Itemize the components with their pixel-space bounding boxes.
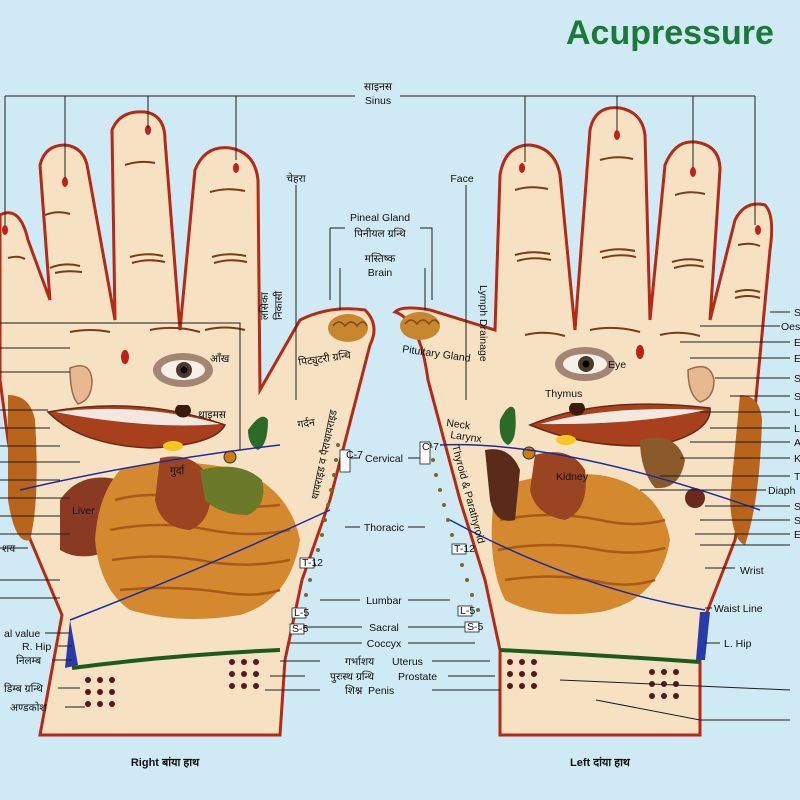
right-edge-label: T (794, 471, 800, 483)
right-edge-label: S (794, 515, 800, 527)
right-edge-label: K (794, 453, 800, 465)
label-coccyx: Coccyx (367, 638, 402, 650)
eye-icon (153, 353, 213, 387)
brain-icon (400, 312, 440, 340)
label-penis-hi: शिश्न (345, 684, 363, 697)
right-hand (0, 110, 376, 737)
right-edge-label: E (794, 353, 800, 365)
label-l5-left: L-5 (460, 605, 475, 617)
label-ileocecal-hi: निलम्ब (16, 654, 42, 667)
label-testes-hi: अण्डकोश (10, 701, 47, 714)
label-ovary-hi: डिम्ब ग्रन्थि (4, 682, 43, 695)
label-neck-hi: गर्दन (297, 416, 316, 431)
right-edge-label: E (794, 529, 800, 541)
label-uterus-hi: गर्भाशय (345, 655, 375, 668)
label-face: Face (450, 173, 474, 185)
right-edge-label: S (794, 501, 800, 513)
right-edge-label: L (794, 423, 800, 435)
label-brain: Brain (368, 267, 393, 279)
label-s5-left: S-5 (467, 621, 484, 633)
label-s5-right: S-5 (292, 623, 309, 635)
right-edge-label: E (794, 337, 800, 349)
label-face-hi: चेहरा (286, 172, 306, 185)
brain-icon (328, 314, 368, 342)
right-edge-label: Oes (781, 321, 800, 333)
label-sinus: Sinus (365, 95, 391, 107)
label-waist: Waist Line (714, 603, 763, 615)
label-larynx: Larynx (450, 429, 484, 445)
label-lumbar: Lumbar (366, 595, 402, 607)
label-bladder-hi: शय (2, 543, 16, 555)
ear-icon (69, 365, 93, 405)
label-rhip: R. Hip (22, 641, 51, 653)
label-diaphragm: Diaph (768, 485, 796, 497)
chart-title: Acupressure (566, 14, 774, 52)
label-neck: Neck (446, 417, 472, 432)
right-edge-label: A (794, 437, 800, 449)
right-edge-label: L (794, 407, 800, 419)
right-edge-label: S (794, 373, 800, 385)
label-penis: Penis (368, 685, 394, 697)
label-c7-left: C-7 (422, 441, 439, 453)
label-eye-hi: आँख (210, 352, 230, 365)
label-lymph-hi: निकासी (272, 291, 285, 320)
label-lymph: Lymph Drainage (477, 285, 489, 362)
label-c7-right: C-7 (346, 449, 363, 461)
label-thymus-hi: थाइमस (198, 409, 227, 421)
right-edge-label: S (794, 307, 800, 319)
label-sacral: Sacral (369, 622, 399, 634)
label-pineal: Pineal Gland (350, 212, 410, 224)
label-eye: Eye (608, 359, 626, 371)
label-cervical: Cervical (365, 453, 403, 465)
label-liver: Liver (72, 505, 95, 517)
label-thoracic: Thoracic (364, 522, 404, 534)
label-t12-right: T-12 (302, 557, 323, 569)
eye-icon (555, 347, 615, 381)
right-edge-label: S (794, 391, 800, 403)
organs-right (8, 395, 300, 668)
label-brain-hi: मस्तिष्क (365, 252, 397, 265)
label-thymus: Thymus (545, 388, 582, 400)
label-wrist: Wrist (740, 565, 764, 577)
label-uterus: Uterus (392, 656, 423, 668)
ear-icon (687, 365, 715, 403)
caption-right-hand: Right बांया हाथ (131, 756, 200, 769)
label-kidney: Kidney (556, 471, 589, 483)
label-l5-right: L-5 (294, 607, 309, 619)
label-lhip: L. Hip (724, 638, 752, 650)
label-prostate: Prostate (398, 671, 437, 683)
label-ileocecal: al value (4, 628, 40, 640)
label-lymph-hi2: लसिका (258, 292, 271, 320)
label-kidney-hi: गुर्दा (170, 464, 185, 477)
caption-left-hand: Left दांया हाथ (570, 756, 631, 769)
label-pineal-hi: पिनीयल ग्रन्थि (354, 227, 406, 240)
label-t12-left: T-12 (454, 543, 475, 555)
label-sinus-hi: साइनस (364, 81, 393, 93)
label-prostate-hi: पुरःस्थ ग्रन्थि (330, 670, 374, 683)
